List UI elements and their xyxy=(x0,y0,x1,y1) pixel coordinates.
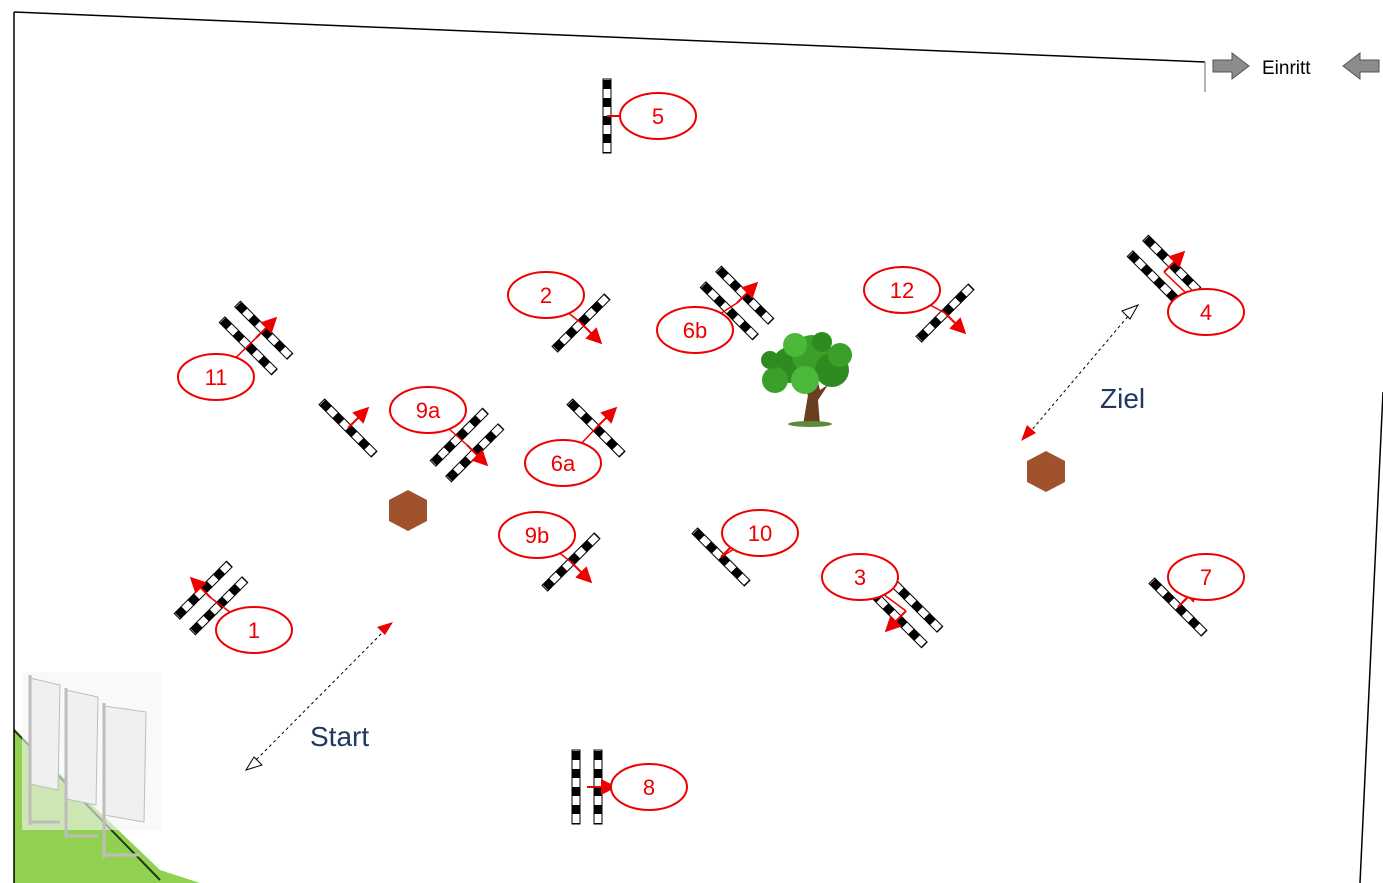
obstacle-number-badge xyxy=(498,511,576,559)
direction-arrow xyxy=(347,406,370,429)
start-label: Start xyxy=(310,721,369,752)
obstacle-extra xyxy=(318,398,378,458)
direction-arrow xyxy=(570,561,593,584)
hexagon-marker xyxy=(1027,451,1065,492)
flags-icon xyxy=(22,672,162,858)
obstacle-number-9a: 9a xyxy=(416,398,441,423)
hexagon-marker xyxy=(389,490,427,531)
obstacle-number-badge xyxy=(619,92,697,140)
obstacle-number-badge xyxy=(863,266,941,314)
obstacle-6b xyxy=(699,265,775,341)
obstacle-number-6a: 6a xyxy=(551,451,576,476)
obstacle-number-badge xyxy=(1167,553,1245,601)
direction-arrow xyxy=(255,316,278,339)
obstacle-number-badge xyxy=(524,439,602,487)
obstacle-number-10: 10 xyxy=(748,521,772,546)
obstacle-number-badge xyxy=(507,271,585,319)
direction-arrow xyxy=(1163,250,1186,273)
obstacle-number-badge xyxy=(656,306,734,354)
obstacle-number-6b: 6b xyxy=(683,318,707,343)
direction-arrow xyxy=(884,610,907,633)
direction-arrow xyxy=(944,312,967,335)
start-line xyxy=(244,622,393,771)
obstacle-number-2: 2 xyxy=(540,283,552,308)
obstacle-number-badge xyxy=(821,553,899,601)
obstacle-number-12: 12 xyxy=(890,278,914,303)
entrance-label: Einritt xyxy=(1262,58,1311,79)
obstacle-number-badge xyxy=(721,509,799,557)
entrance: Einritt xyxy=(1212,51,1380,81)
obstacle-number-badge xyxy=(177,353,255,401)
tree-icon xyxy=(761,332,852,427)
obstacle-number-badge xyxy=(215,606,293,654)
direction-arrow xyxy=(466,444,489,467)
direction-arrow xyxy=(736,281,759,304)
grass-corner xyxy=(14,730,200,883)
obstacle-number-7: 7 xyxy=(1200,565,1212,590)
direction-arrow xyxy=(189,576,212,599)
obstacle-number-9b: 9b xyxy=(525,523,549,548)
obstacle-number-11: 11 xyxy=(205,365,228,390)
arena-outline xyxy=(13,11,1383,883)
obstacle-4 xyxy=(1126,234,1202,310)
obstacle-number-badge xyxy=(1167,288,1245,336)
obstacle-number-4: 4 xyxy=(1200,300,1212,325)
obstacle-number-badge xyxy=(610,763,688,811)
finish-line xyxy=(1021,304,1140,441)
obstacle-1 xyxy=(173,560,249,636)
obstacle-number-5: 5 xyxy=(652,104,664,129)
direction-arrow xyxy=(595,406,618,429)
arrow-left-icon xyxy=(1342,51,1380,81)
direction-arrow xyxy=(580,322,603,345)
finish-label: Ziel xyxy=(1100,383,1145,414)
arrow-right-icon xyxy=(1212,51,1250,81)
obstacle-number-3: 3 xyxy=(854,565,866,590)
obstacle-number-1: 1 xyxy=(248,618,260,643)
obstacle-number-8: 8 xyxy=(643,775,655,800)
obstacle-number-badge xyxy=(389,386,467,434)
